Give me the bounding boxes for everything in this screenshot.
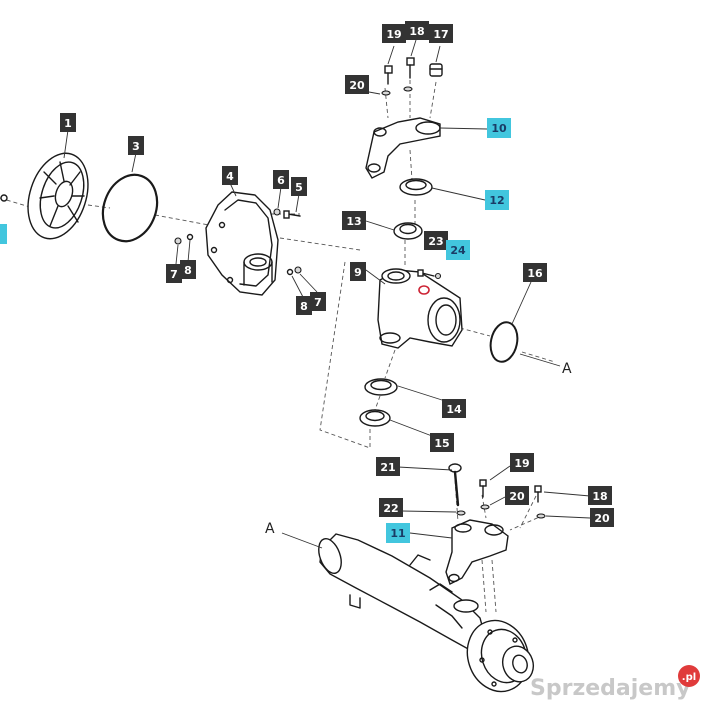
svg-text:20: 20 [349,79,365,92]
label-18-lower: 18 [588,486,612,505]
svg-text:18: 18 [409,25,424,38]
part-19-bolt-top [384,65,393,85]
part-8-washer-left [186,233,194,241]
part-9-knuckle-housing [377,268,463,349]
part-4-housing [205,191,279,296]
label-7-right: 7 [310,292,326,311]
label-14: 14 [442,399,466,418]
watermark: Sprzedajemy .pl [530,665,700,701]
part-14-seal [364,378,398,396]
svg-text:23: 23 [428,235,443,248]
svg-text:20: 20 [509,490,525,503]
label-13: 13 [342,211,366,230]
part-6-washer [273,208,281,216]
part-22-washer [456,510,466,516]
part-19-bolt-lower [479,479,487,498]
label-8-right: 8 [296,296,312,315]
label-17: 17 [429,24,453,43]
part-24-washer [434,272,442,280]
label-11: 11 [386,523,410,543]
part-17-plug-top [429,63,443,77]
part-13-bearing [393,222,423,240]
part-8-washer-right [286,268,294,276]
svg-text:24: 24 [450,244,466,257]
svg-text:15: 15 [434,437,449,450]
label-6: 6 [273,170,289,189]
label-18-top: 18 [405,21,429,40]
svg-text:13: 13 [346,215,361,228]
part-20-washers-lower [480,504,546,519]
svg-text:4: 4 [226,170,234,183]
svg-text:11: 11 [390,527,405,540]
svg-text:8: 8 [300,300,308,313]
svg-text:19: 19 [514,457,529,470]
part-16-o-ring [489,321,519,363]
label-4: 4 [222,166,238,185]
label-21: 21 [376,457,400,476]
svg-text:1: 1 [64,117,72,130]
ref-a-left: A [265,521,275,537]
label-20-mid: 20 [505,486,529,505]
part-11-steering-arm-lower [445,519,509,585]
svg-text:18: 18 [592,490,607,503]
part-10-steering-arm-top [365,117,441,179]
svg-text:9: 9 [354,266,362,279]
label-7-left: 7 [166,264,182,283]
label-10: 10 [487,118,511,138]
ref-a-right: A [562,361,572,377]
svg-text:10: 10 [491,122,507,135]
label-1: 1 [60,113,76,132]
watermark-text: Sprzedajemy [530,676,691,701]
svg-text:14: 14 [446,403,462,416]
label-5: 5 [291,177,307,196]
label-20-top: 20 [345,75,369,94]
part-18-bolt-lower [534,485,542,503]
label-15: 15 [430,433,454,452]
label-19-top: 19 [382,24,406,43]
part-12-bearing [399,178,433,196]
part-3-o-ring [101,173,159,243]
svg-text:19: 19 [386,28,401,41]
svg-text:6: 6 [277,174,285,187]
label-12: 12 [485,190,509,210]
part-18-bolt-top [406,57,415,79]
svg-text:22: 22 [383,502,398,515]
label-24: 24 [446,240,470,260]
label-20-lower: 20 [590,508,614,527]
label-19-lower: 19 [510,453,534,472]
part-15-seal [359,409,391,427]
svg-text:8: 8 [184,264,192,277]
label-8-left: 8 [180,260,196,279]
svg-text:7: 7 [314,296,322,309]
part-1-cover [27,152,89,240]
wheel-hub [466,619,535,693]
axle-housing [318,533,487,651]
part-23-bolt [417,269,435,277]
svg-text:17: 17 [433,28,448,41]
svg-text:3: 3 [132,140,140,153]
part-20-washers-top [381,86,413,96]
label-9: 9 [350,262,366,281]
svg-text:7: 7 [170,268,178,281]
part-7-nut-right [294,266,302,274]
leader-lines [63,39,591,549]
svg-text:21: 21 [380,461,395,474]
label-16: 16 [523,263,547,282]
part-small-screw-left [0,194,8,202]
cutoff-badge [0,224,7,244]
label-3: 3 [128,136,144,155]
part-5-bolt [283,210,301,219]
label-23: 23 [424,231,448,250]
svg-text:20: 20 [594,512,610,525]
label-22: 22 [379,498,403,517]
watermark-badge-icon [678,665,700,687]
svg-text:12: 12 [489,194,504,207]
watermark-suffix: .pl [682,672,696,683]
svg-text:5: 5 [295,181,303,194]
part-7-nut-left [174,237,182,245]
svg-text:16: 16 [527,267,543,280]
